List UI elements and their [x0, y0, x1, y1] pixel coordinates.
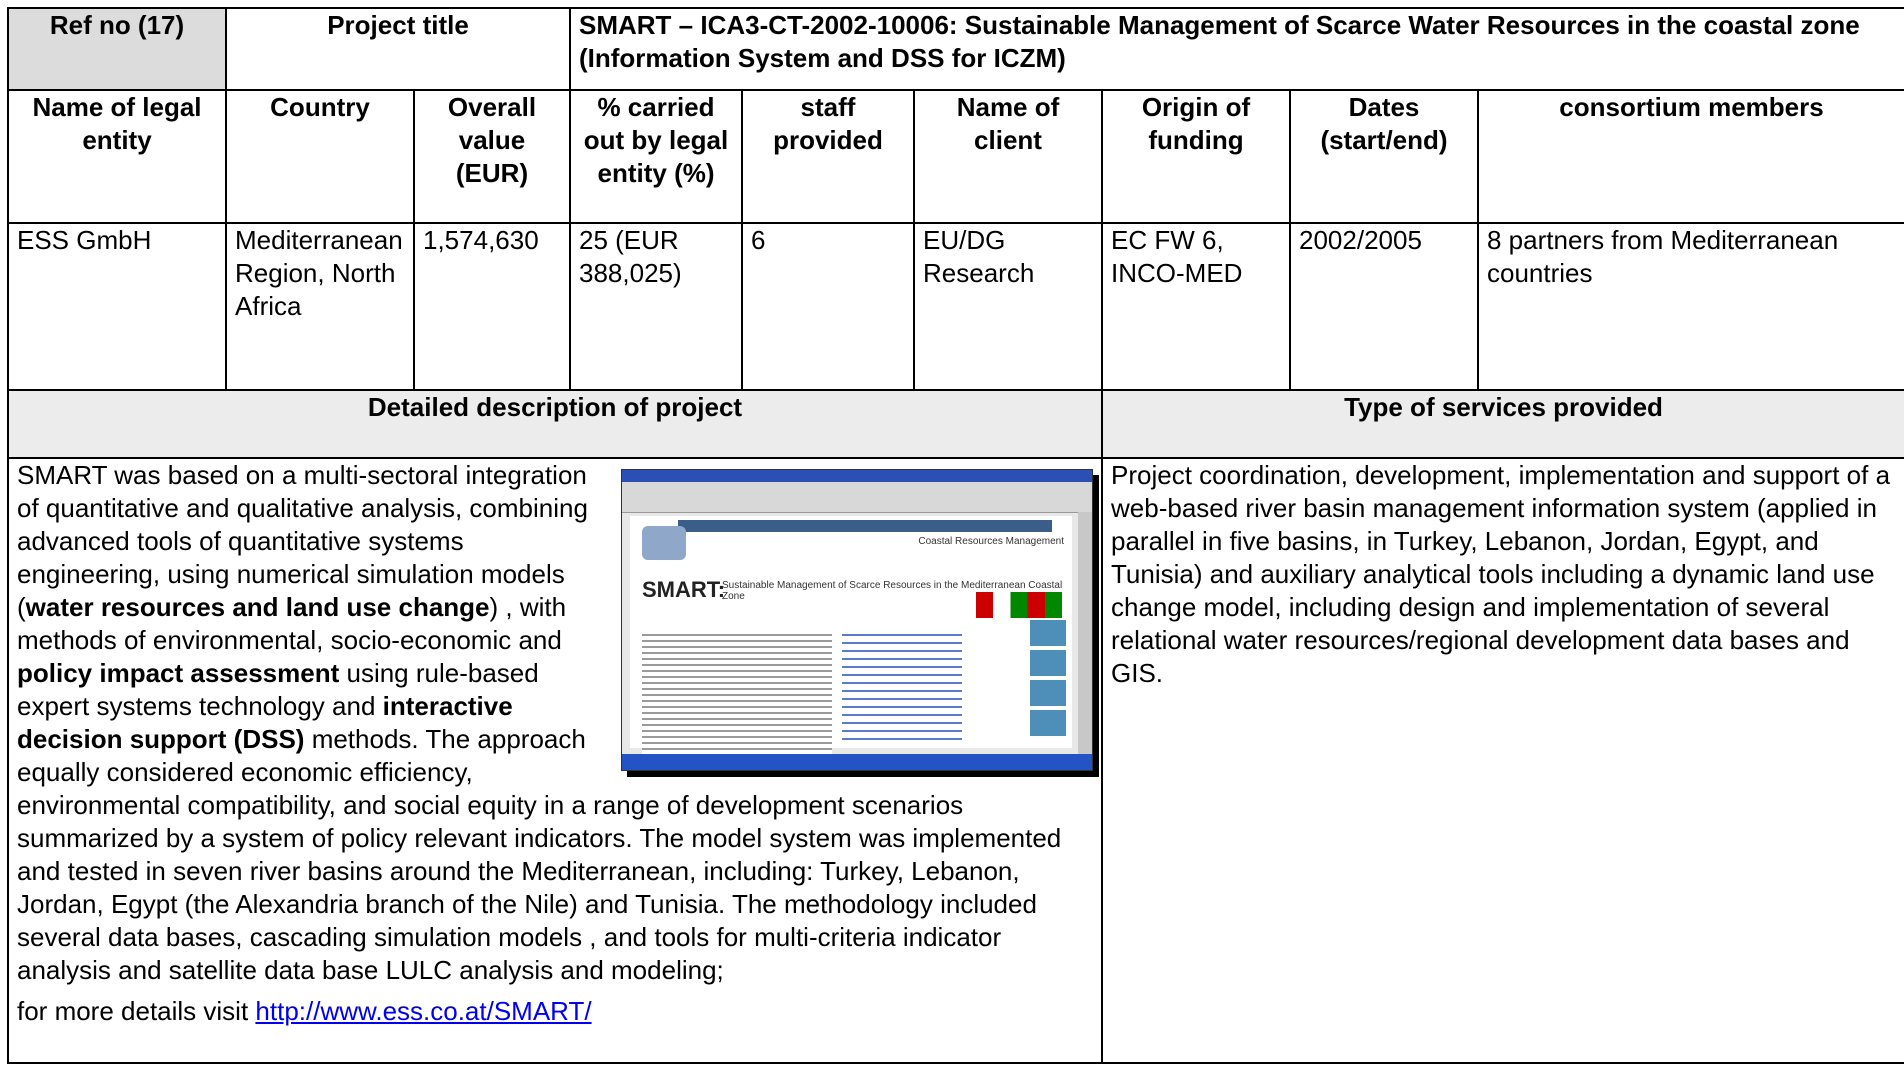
- banner: [678, 520, 1052, 532]
- browser-toolbar: [622, 482, 1092, 513]
- col-header-staff: staff provided: [741, 89, 915, 224]
- col-header-percent-carried-out: % carried out by legal entity (%): [569, 89, 743, 224]
- cell-staff: 6: [741, 222, 915, 391]
- webpage-photos: [1030, 620, 1066, 740]
- project-description: SMART: Sustainable Management of Scarce …: [7, 457, 1103, 1064]
- cell-percent: 25 (EUR 388,025): [569, 222, 743, 391]
- description-heading: Detailed description of project: [7, 389, 1103, 459]
- webpage-subtitle: Sustainable Management of Scarce Resourc…: [722, 580, 1063, 602]
- project-reference-table: Ref no (17) Project title SMART – ICA3-C…: [7, 7, 1904, 1064]
- col-header-legal-entity: Name of legal entity: [7, 89, 227, 224]
- webpage-content: SMART: Sustainable Management of Scarce …: [630, 516, 1072, 754]
- cell-legal-entity: ESS GmbH: [7, 222, 227, 391]
- cell-dates: 2002/2005: [1289, 222, 1479, 391]
- cell-country: Mediterranean Region, North Africa: [225, 222, 415, 391]
- globe-icon: [642, 526, 686, 560]
- smart-logo: SMART:: [642, 577, 726, 602]
- website-screenshot-image: SMART: Sustainable Management of Scarce …: [621, 469, 1093, 771]
- cell-consortium: 8 partners from Mediterranean countries: [1476, 222, 1904, 391]
- col-header-consortium: consortium members: [1476, 89, 1904, 224]
- cell-client: EU/DG Research: [913, 222, 1103, 391]
- webpage-side-title: Coastal Resources Management: [918, 536, 1064, 547]
- col-header-client: Name of client: [913, 89, 1103, 224]
- table-row: ESS GmbH Mediterranean Region, North Afr…: [7, 222, 1904, 391]
- project-website-link[interactable]: http://www.ess.co.at/SMART/: [255, 996, 592, 1026]
- col-header-country: Country: [225, 89, 415, 224]
- cell-funding: EC FW 6, INCO-MED: [1101, 222, 1291, 391]
- services-text: Project coordination, development, imple…: [1100, 457, 1904, 1064]
- col-header-dates: Dates (start/end): [1289, 89, 1479, 224]
- cell-overall-value: 1,574,630: [413, 222, 571, 391]
- webpage-text: [642, 634, 832, 754]
- project-title-label: Project title: [225, 7, 571, 91]
- scrollbar: [1078, 512, 1092, 754]
- col-header-funding: Origin of funding: [1101, 89, 1291, 224]
- project-title: SMART – ICA3-CT-2002-10006: Sustainable …: [568, 7, 1904, 91]
- col-header-overall-value: Overall value (EUR): [413, 89, 571, 224]
- window-titlebar: [622, 470, 1092, 482]
- webpage-links: [842, 634, 962, 744]
- description-text: SMART was based on a multi-sectoral inte…: [17, 460, 1062, 985]
- services-heading: Type of services provided: [1100, 389, 1904, 459]
- taskbar: [622, 754, 1092, 770]
- more-details: for more details visit http://www.ess.co…: [17, 996, 592, 1026]
- flags-icon: [976, 592, 1062, 618]
- ref-number: Ref no (17): [7, 7, 227, 91]
